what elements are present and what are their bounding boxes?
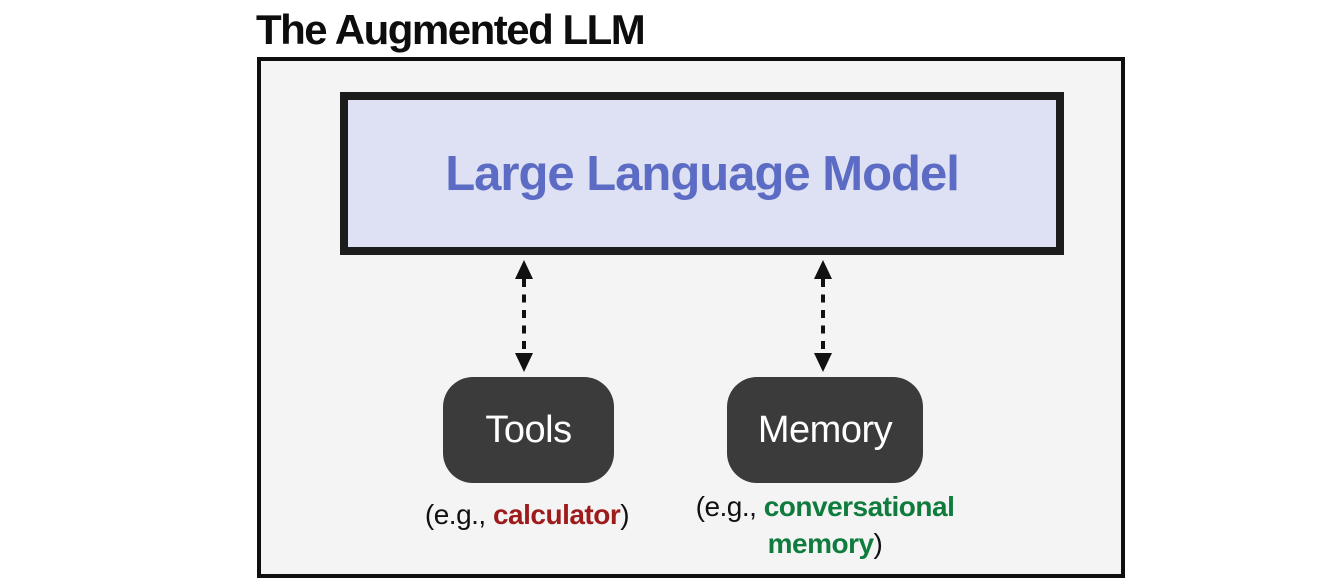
llm-memory-bidirectional-arrow-icon (814, 260, 832, 372)
llm-box: Large Language Model (340, 92, 1064, 255)
tools-box: Tools (443, 377, 614, 483)
tools-caption-highlight: calculator (492, 499, 621, 530)
memory-caption: (e.g., conversational memory) (675, 488, 975, 562)
llm-label: Large Language Model (445, 146, 960, 201)
memory-caption-suffix: ) (873, 528, 883, 559)
memory-box: Memory (727, 377, 923, 483)
tools-caption: (e.g., calculator) (391, 496, 663, 533)
memory-caption-prefix: (e.g., (695, 491, 764, 522)
tools-caption-suffix: ) (620, 499, 630, 530)
memory-caption-highlight: conversational memory (763, 491, 955, 559)
tools-caption-prefix: (e.g., (424, 499, 493, 530)
memory-label: Memory (757, 408, 893, 451)
diagram-title: The Augmented LLM (256, 6, 646, 53)
tools-label: Tools (485, 408, 572, 451)
llm-tools-bidirectional-arrow-icon (515, 260, 533, 372)
